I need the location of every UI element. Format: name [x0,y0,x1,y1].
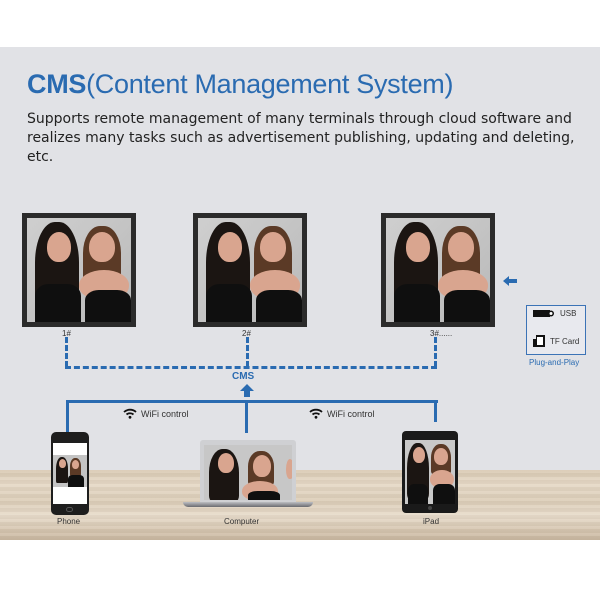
dashed-connector-3 [434,337,437,367]
usb-icon [533,310,554,317]
arrow-left-icon [503,276,517,286]
device-label-computer: Computer [224,517,260,526]
storage-item-tf-card: TF Card [533,335,579,347]
display-photo [198,218,302,322]
wifi-control-label: WiFi control [327,408,375,419]
plug-and-play-caption: Plug-and-Play [529,358,580,367]
computer-screen [204,445,292,500]
terminal-label-1: 1# [62,329,71,338]
terminal-display-3 [381,213,495,327]
sd-card-icon [533,335,545,347]
wifi-icon [123,408,137,419]
wifi-control-label: WiFi control [141,408,189,419]
connector-ipad [434,400,437,422]
storage-box: USB TF Card [526,305,586,355]
display-photo [27,218,131,322]
dashed-connector-2 [246,337,249,367]
phone-screen [53,443,87,504]
terminal-label-3: 3#...... [430,329,453,338]
connector-phone [66,400,69,433]
terminal-label-2: 2# [242,329,251,338]
cms-hub-label: CMS [232,371,255,382]
description-text: Supports remote management of many termi… [27,111,575,165]
terminal-display-1 [22,213,136,327]
device-label-phone: Phone [57,517,81,526]
solid-bus-line [66,400,438,403]
device-label-ipad: iPad [423,517,440,526]
wifi-icon [309,408,323,419]
storage-item-usb: USB [533,309,576,318]
ipad-device [402,431,458,513]
ipad-screen [405,440,455,504]
dashed-bus-line [65,366,437,369]
arrow-up-icon [240,384,254,397]
tf-card-label: TF Card [550,336,580,346]
title-acronym: CMS [27,69,87,99]
display-photo [386,218,490,322]
dashed-connector-1 [65,337,68,367]
wifi-control-right: WiFi control [309,408,375,419]
title-expansion: (Content Management System) [86,69,454,99]
computer-device [200,440,296,502]
wifi-control-left: WiFi control [123,408,189,419]
terminal-display-2 [193,213,307,327]
diagram-panel: CMS(Content Management System) Supports … [0,47,600,540]
computer-base [183,502,313,507]
connector-computer [245,400,248,433]
phone-device [51,432,89,515]
page-title: CMS(Content Management System) [27,69,453,100]
usb-label: USB [560,309,577,318]
